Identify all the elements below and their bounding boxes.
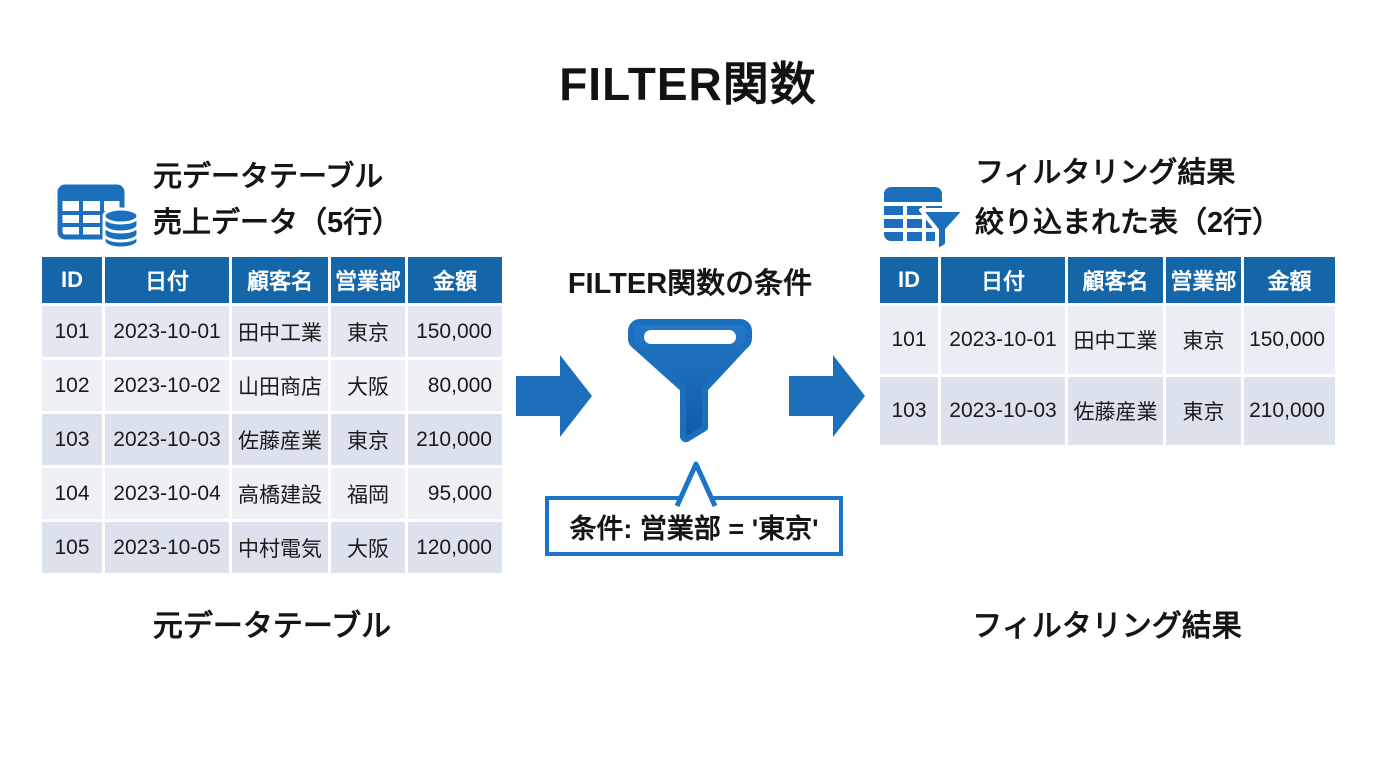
table-cell: 大阪 xyxy=(331,522,405,573)
table-cell: 105 xyxy=(42,522,102,573)
table-cell: 150,000 xyxy=(408,306,502,357)
condition-text: 条件: 営業部 = '東京' xyxy=(569,513,819,544)
right-caption-line2: 絞り込まれた表（2行） xyxy=(975,207,1282,239)
table-cell: 150,000 xyxy=(1244,306,1335,374)
column-header: 日付 xyxy=(105,257,229,303)
table-cell: 104 xyxy=(42,468,102,519)
page-title: FILTER関数 xyxy=(559,58,817,110)
left-caption-line2: 売上データ（5行） xyxy=(153,207,402,239)
table-cell: 佐藤産業 xyxy=(1068,377,1163,445)
left-footer-label: 元データテーブル xyxy=(152,610,392,643)
table-cell: 福岡 xyxy=(331,468,405,519)
table-cell: 80,000 xyxy=(408,360,502,411)
table-cell: 田中工業 xyxy=(1068,306,1163,374)
table-cell: 東京 xyxy=(331,306,405,357)
table-cell: 2023-10-05 xyxy=(105,522,229,573)
table-cell: 2023-10-01 xyxy=(105,306,229,357)
condition-title: FILTER関数の条件 xyxy=(567,268,813,300)
column-header: 日付 xyxy=(941,257,1065,303)
callout-pointer-icon xyxy=(673,459,719,508)
table-cell: 210,000 xyxy=(1244,377,1335,445)
table-cell: 中村電気 xyxy=(232,522,328,573)
table-cell: 103 xyxy=(42,414,102,465)
table-cell: 東京 xyxy=(1166,306,1241,374)
table-cell: 東京 xyxy=(331,414,405,465)
arrow-right-icon xyxy=(789,355,865,437)
table-cell: 大阪 xyxy=(331,360,405,411)
filtered-result-table: ID 日付 顧客名 営業部 金額 101 2023-10-01 田中工業 東京 … xyxy=(880,257,1335,445)
column-header: ID xyxy=(42,257,102,303)
table-cell: 佐藤産業 xyxy=(232,414,328,465)
table-cell: 210,000 xyxy=(408,414,502,465)
table-cell: 2023-10-02 xyxy=(105,360,229,411)
column-header: ID xyxy=(880,257,938,303)
column-header: 営業部 xyxy=(1166,257,1241,303)
table-cell: 2023-10-03 xyxy=(941,377,1065,445)
column-header: 金額 xyxy=(1244,257,1335,303)
table-cell: 2023-10-04 xyxy=(105,468,229,519)
table-cell: 東京 xyxy=(1166,377,1241,445)
source-data-table: ID 日付 顧客名 営業部 金額 101 2023-10-01 田中工業 東京 … xyxy=(42,257,502,573)
table-cell: 103 xyxy=(880,377,938,445)
column-header: 営業部 xyxy=(331,257,405,303)
column-header: 金額 xyxy=(408,257,502,303)
table-cell: 田中工業 xyxy=(232,306,328,357)
table-cell: 120,000 xyxy=(408,522,502,573)
column-header: 顧客名 xyxy=(232,257,328,303)
table-database-icon xyxy=(57,184,145,250)
table-cell: 2023-10-03 xyxy=(105,414,229,465)
table-cell: 101 xyxy=(880,306,938,374)
table-cell: 101 xyxy=(42,306,102,357)
right-footer-label: フィルタリング結果 xyxy=(972,610,1242,643)
table-cell: 102 xyxy=(42,360,102,411)
table-cell: 高橋建設 xyxy=(232,468,328,519)
right-caption-line1: フィルタリング結果 xyxy=(975,157,1236,189)
table-cell: 95,000 xyxy=(408,468,502,519)
left-caption-line1: 元データテーブル xyxy=(153,161,384,193)
arrow-right-icon xyxy=(516,355,592,437)
column-header: 顧客名 xyxy=(1068,257,1163,303)
table-cell: 山田商店 xyxy=(232,360,328,411)
table-filter-icon xyxy=(881,184,971,253)
condition-callout: 条件: 営業部 = '東京' xyxy=(545,461,843,556)
funnel-icon xyxy=(624,312,756,448)
table-cell: 2023-10-01 xyxy=(941,306,1065,374)
